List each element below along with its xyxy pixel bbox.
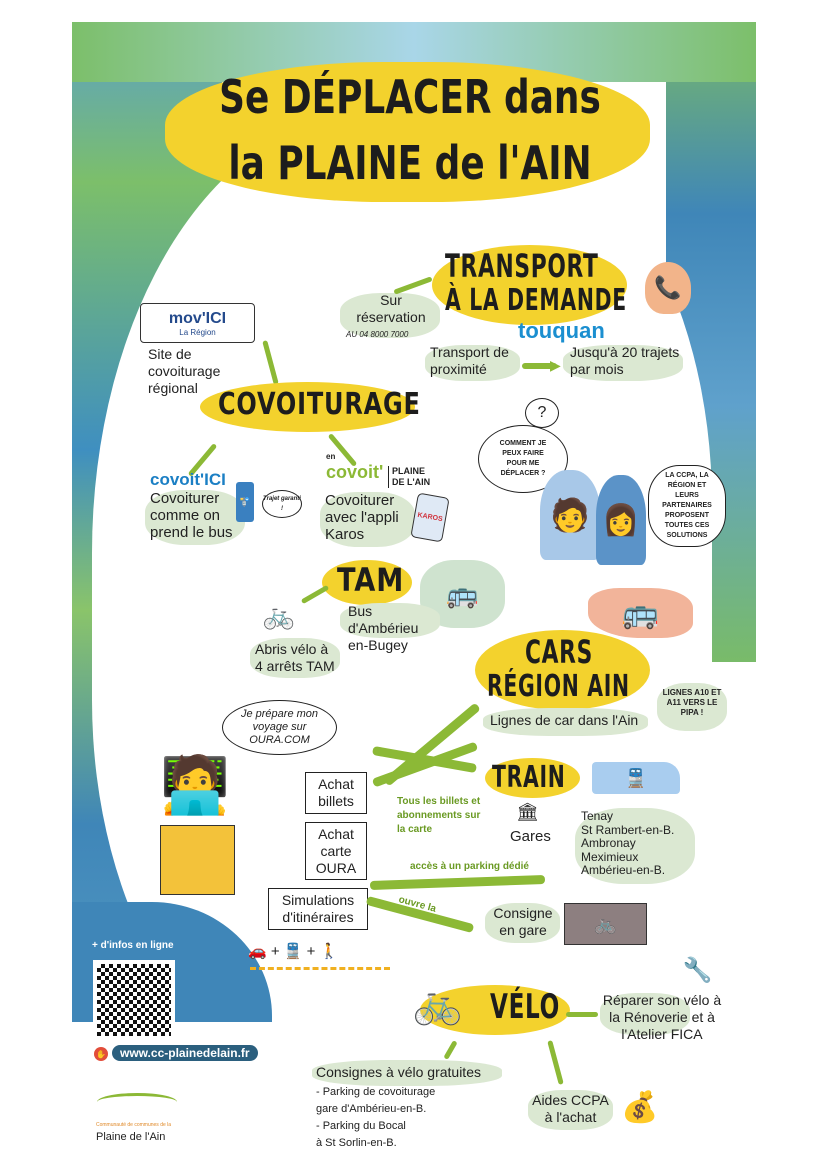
trajet-garanti-bubble: Trajet garanti ! <box>262 490 302 518</box>
gare-item: Ambronay <box>581 836 636 850</box>
movici-logo: mov'ICI <box>168 309 227 327</box>
covoitici-logo: covoit'ICI <box>150 470 226 489</box>
consigne-item: à St Sorlin-en-B. <box>316 1137 397 1149</box>
encovoit-prefix: en <box>326 452 336 461</box>
reservation-text: Sur réservation <box>356 292 426 325</box>
ccpa-logo-small: Communauté de communes de la <box>96 1122 172 1128</box>
person-laptop-icon: 🧑‍💻 <box>160 753 230 816</box>
bike-locker-icon: 🚲 <box>564 903 647 945</box>
question-bubble: ? <box>525 398 559 428</box>
cars-title2: RÉGION AIN <box>487 669 630 704</box>
website-link[interactable]: www.cc-plainedelain.fr <box>112 1045 258 1061</box>
bus-stop-icon: 🚏 <box>236 482 254 522</box>
reparer-text: Réparer son vélo à la Rénoverie et à l'A… <box>602 992 722 1042</box>
title-line1: Se DÉPLACER dans <box>219 70 601 124</box>
woman-speech-bubble: La CCPA, la Région et leurs partenaires … <box>648 465 726 547</box>
desk <box>160 825 235 895</box>
achat-billets-box: Achat billets <box>305 772 367 814</box>
covoiturage-title: COVOITURAGE <box>218 387 421 422</box>
ccpa-logo-name: Plaine de l'Ain <box>96 1131 166 1143</box>
car-train-walk-icon: 🚗 + 🚆 + 🚶 <box>248 943 339 960</box>
money-bag-icon: 💰 <box>621 1091 659 1124</box>
aides-text: Aides CCPA à l'achat <box>532 1092 609 1125</box>
qr-code <box>93 960 175 1040</box>
covoitici-text: Covoiturer comme on prend le bus <box>150 490 233 541</box>
tam-bus-text: Bus d'Ambérieu en-Bugey <box>348 603 419 653</box>
proximite-text: Transport de proximité <box>430 344 509 377</box>
cars-title1: CARS <box>525 633 593 671</box>
consigne-item: gare d'Ambérieu-en-B. <box>316 1103 427 1115</box>
consigne-gare-text: Consigne en gare <box>493 905 553 938</box>
ain-map-bus-icon: 🚌 <box>588 588 693 638</box>
station-icon: 🏛 <box>516 801 539 822</box>
tous-billets-text: Tous les billets et abonnements sur la c… <box>397 796 481 835</box>
parking-text: accès à un parking dédié <box>410 861 529 872</box>
man-phone-icon: 📞 <box>645 262 691 314</box>
oura-speech-bubble: Je prépare mon voyage sur OURA.COM <box>222 700 337 755</box>
bicycle-icon: 🚲 <box>262 599 296 630</box>
man-character-icon: 🧑 <box>540 470 600 560</box>
gares-label: Gares <box>510 828 551 845</box>
touquan-logo: touquan <box>518 318 605 343</box>
woman-character-icon: 👩 <box>596 475 646 565</box>
gares-list: Tenay St Rambert-en-B. Ambronay Meximieu… <box>581 809 675 878</box>
region-logo: La Région <box>179 327 216 337</box>
gare-item: St Rambert-en-B. <box>581 822 675 837</box>
consigne-item: - Parking de covoiturage <box>316 1086 436 1098</box>
cars-lignes-text: Lignes de car dans l'Ain <box>490 712 639 728</box>
velo-title: VÉLO <box>490 987 560 1027</box>
tad-title2: À LA DEMANDE <box>445 283 627 318</box>
ccpa-logo-graphic <box>97 1093 177 1111</box>
velo-bicycle-icon: 🚲 <box>412 981 463 1026</box>
consignes-velo-list: - Parking de covoiturage gare d'Ambérieu… <box>316 1084 435 1152</box>
trajets-text: Jusqu'à 20 trajets par mois <box>570 344 680 377</box>
train-icon: 🚆 <box>592 762 680 794</box>
title-line2: la PLAINE de l'AIN <box>228 136 592 190</box>
tad-title1: TRANSPORT <box>445 247 599 285</box>
gare-item: Ambérieu-en-B. <box>581 863 666 877</box>
abris-text: Abris vélo à 4 arrêts TAM <box>255 641 335 674</box>
plaine-ain-logo: PLAINE DE L'AIN <box>388 466 438 488</box>
train-title: TRAIN <box>492 760 566 795</box>
bike-repair-icon: 🔧 <box>682 956 713 984</box>
infos-label: + d'infos en ligne <box>92 940 174 951</box>
phone-number: AU 04 8000 7000 <box>346 330 409 339</box>
consigne-item: - Parking du Bocal <box>316 1120 406 1132</box>
karos-text: Covoiturer avec l'appli Karos <box>325 492 399 543</box>
simulations-box: Simulations d'itinéraires <box>268 888 368 930</box>
consignes-velo-title: Consignes à vélo gratuites <box>316 1064 481 1080</box>
site-covoiturage-text: Site de covoiturage régional <box>148 346 221 396</box>
gare-item: Meximieux <box>581 849 639 864</box>
hand-icon: ✋ <box>94 1047 108 1061</box>
achat-carte-box: Achat carte OURA <box>305 822 367 880</box>
laptop-movici-icon: mov'ICI La Région <box>140 303 255 343</box>
encovoit-logo: covoit' <box>326 462 384 482</box>
gare-item: Tenay <box>581 809 614 823</box>
tam-title: TAM <box>337 561 405 599</box>
cars-note: Lignes A10 et A11 vers le PIPA ! <box>662 688 722 717</box>
